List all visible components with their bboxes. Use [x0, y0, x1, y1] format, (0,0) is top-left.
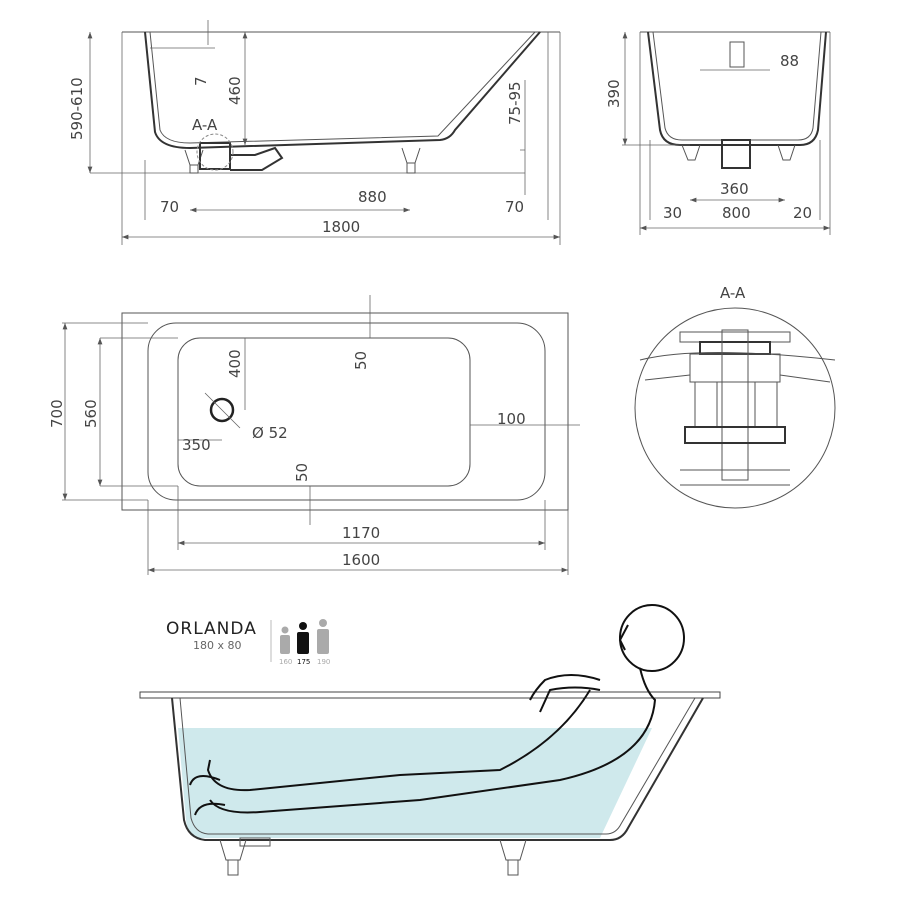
- dim-depth: 460: [226, 76, 244, 105]
- drain-assembly: [196, 133, 284, 171]
- dim-length: 1800: [322, 218, 360, 236]
- leg-right: [401, 147, 421, 174]
- dim-outer-width: 700: [48, 399, 66, 428]
- dim-drain-height: 75-95: [506, 81, 524, 125]
- dim-left-offset: 70: [160, 198, 179, 216]
- person-figure: [189, 604, 685, 816]
- dim-drain-from-left: 350: [182, 436, 211, 454]
- dim-end-left-offset: 30: [663, 204, 682, 222]
- dim-right-margin: 100: [497, 410, 526, 428]
- dim-end-right-offset: 20: [793, 204, 812, 222]
- dim-inner-width: 560: [82, 399, 100, 428]
- dim-drain-from-top: 400: [226, 349, 244, 378]
- section-title: A-A: [720, 284, 746, 302]
- height-160: 160: [279, 658, 292, 666]
- side-view: 590-610 7 460 A-A 75-95 70 880 70 1800: [68, 20, 561, 245]
- dim-top-margin: 50: [352, 351, 370, 370]
- dim-overflow: 88: [780, 52, 799, 70]
- dim-end-depth: 390: [605, 79, 623, 108]
- dim-drain-diameter: Ø 52: [252, 424, 288, 442]
- product-label: ORLANDA 180 x 80 160 175 190: [166, 619, 330, 666]
- dim-end-width: 800: [722, 204, 751, 222]
- section-marker: A-A: [192, 116, 218, 134]
- dim-height-range: 590-610: [68, 77, 86, 140]
- person-160-icon: [280, 626, 290, 654]
- person-190-icon: [317, 619, 329, 654]
- product-name: ORLANDA: [166, 619, 257, 639]
- dim-bottom-margin: 50: [293, 463, 311, 482]
- dim-right-offset: 70: [505, 198, 524, 216]
- drain-hole: [209, 397, 235, 423]
- dim-bottom-length: 1170: [342, 524, 380, 542]
- height-175: 175: [297, 658, 310, 666]
- dim-rim-offset: 7: [192, 76, 210, 86]
- dim-leg-spacing: 880: [358, 188, 387, 206]
- top-view: 400 50 Ø 52 350 50 100 560 700 1170 1600: [48, 295, 580, 575]
- dim-end-leg-spacing: 360: [720, 180, 749, 198]
- height-190: 190: [317, 658, 330, 666]
- section-detail: A-A: [634, 284, 836, 509]
- product-size: 180 x 80: [193, 639, 242, 652]
- dim-inner-length: 1600: [342, 551, 380, 569]
- end-view: 390 88 360 30 800 20: [605, 31, 831, 235]
- bathtub-illustration: [139, 604, 721, 876]
- person-175-icon: [297, 622, 309, 654]
